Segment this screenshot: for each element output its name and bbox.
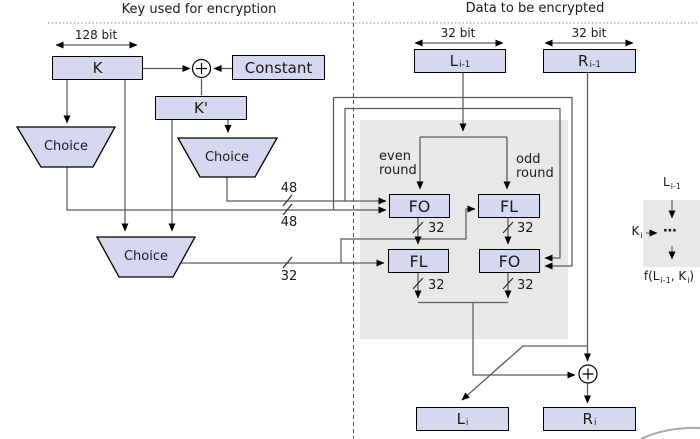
bus48-choice1-to-fo xyxy=(66,167,387,214)
xor-top-icon xyxy=(191,58,212,79)
choice2-label: Choice xyxy=(204,150,250,165)
right-section-title: Data to be encrypted xyxy=(465,1,605,16)
bus-width-slashes xyxy=(282,194,514,290)
choice1-trapezoid xyxy=(15,126,117,168)
label-w32-fo-bottom: 32 xyxy=(517,278,534,293)
fl-bottom-box: FL xyxy=(388,249,449,273)
label-bus48-top: 48 xyxy=(280,181,298,196)
fl-top-box: FL xyxy=(478,194,540,218)
mini-f-output-label: f(Li-1, Ki) xyxy=(643,269,695,285)
choice2-trapezoid xyxy=(176,137,279,178)
xor-bottom-icon xyxy=(578,364,598,384)
bus48-wraparound-inner xyxy=(344,107,561,262)
mini-dots: ⋯ xyxy=(663,223,677,239)
kprime-box: K' xyxy=(155,96,247,120)
choice3-trapezoid xyxy=(95,236,197,278)
label-w32-fl-bottom: 32 xyxy=(428,278,445,293)
label-32bit-left: 32 bit xyxy=(440,26,476,40)
label-32bit-right: 32 bit xyxy=(571,26,607,40)
choice1-label: Choice xyxy=(43,139,89,154)
key-box: K xyxy=(52,56,143,80)
even-round-note: even round xyxy=(379,149,417,178)
label-w32-fl-top: 32 xyxy=(517,221,534,236)
mini-l-prev-label: Li-1 xyxy=(663,175,681,191)
wire-rprev-to-lnext xyxy=(461,345,588,401)
left-section-title: Key used for encryption xyxy=(121,2,277,17)
data-path-wires xyxy=(414,73,591,404)
mini-diagram-wires xyxy=(646,200,676,260)
fo-bottom-box: FO xyxy=(479,249,540,273)
section-separators xyxy=(48,2,698,438)
bus32-branch-to-fl-top xyxy=(340,205,476,263)
mini-k-label: Ki xyxy=(631,224,643,240)
odd-round-note: odd round xyxy=(516,152,554,181)
corner-arc-decoration xyxy=(640,426,700,439)
fo-top-box: FO xyxy=(389,194,450,218)
label-bus48-bottom: 48 xyxy=(280,215,298,230)
label-bus32: 32 xyxy=(280,269,298,284)
bit-width-arrows xyxy=(55,39,634,49)
bus48-wraparound-outer xyxy=(332,96,573,270)
wire-f-output-to-xor xyxy=(472,302,576,379)
label-w32-fo-top: 32 xyxy=(428,221,445,236)
constant-box: Constant xyxy=(232,55,325,80)
choice3-label: Choice xyxy=(123,249,169,264)
key-schedule-wires xyxy=(63,65,573,270)
label-128bit: 128 bit xyxy=(74,28,118,42)
